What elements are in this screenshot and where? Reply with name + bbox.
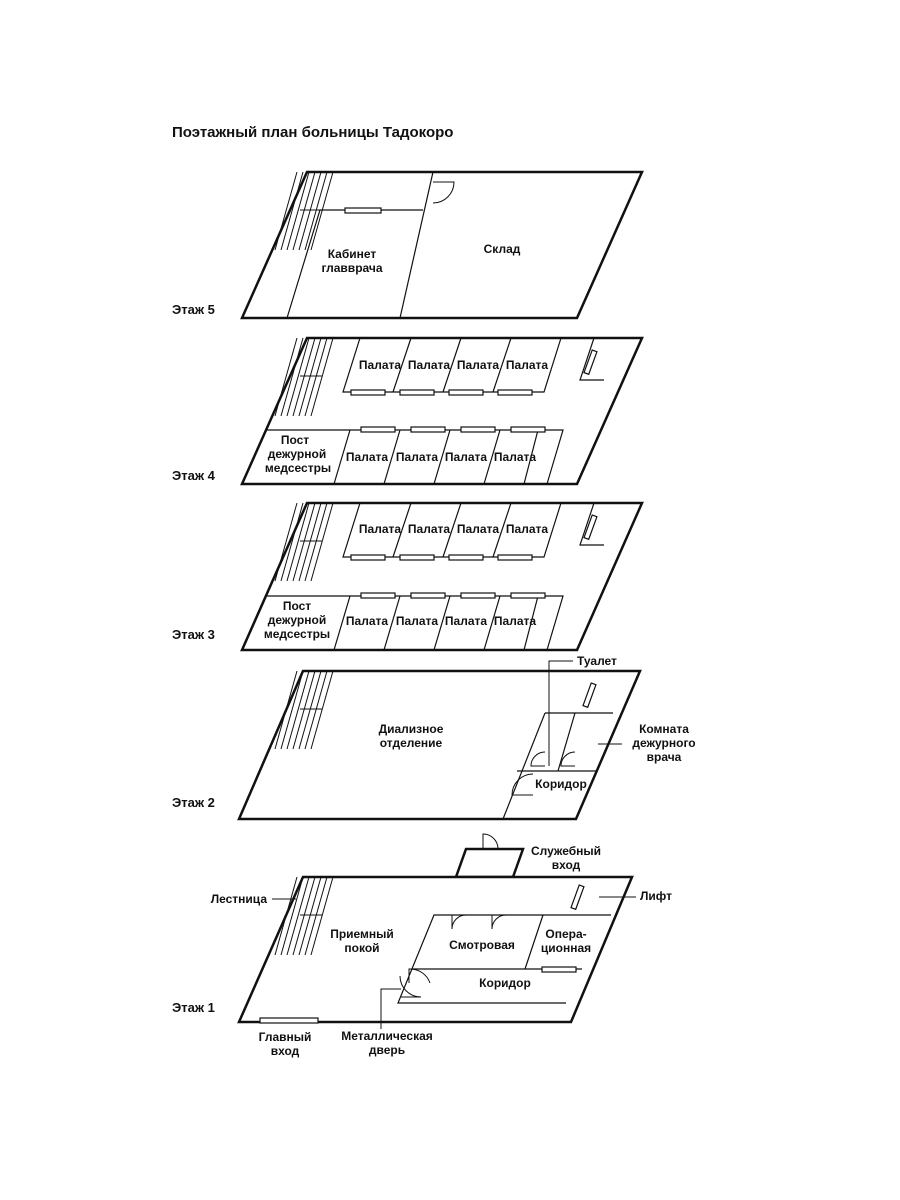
ward-label: Палата [346, 450, 388, 464]
room-head-office-2: главврача [321, 261, 382, 275]
nurse-station-label-3: медсестры [264, 627, 330, 641]
floor-1: Приемный покой Смотровая Опера- ционная … [172, 833, 672, 1058]
ward-label: Палата [359, 522, 401, 536]
callout-stairs: Лестница [211, 892, 268, 906]
callout-service-entrance: Служебный [531, 844, 601, 858]
room-dialysis-2: отделение [380, 736, 443, 750]
door-icon [408, 968, 431, 984]
room-storage: Склад [484, 242, 521, 256]
door-icon [399, 975, 422, 998]
floor-3-label: Этаж 3 [172, 627, 215, 642]
callout-main-entrance: Главный [259, 1030, 312, 1044]
floor-2-label: Этаж 2 [172, 795, 215, 810]
ward-label: Палата [457, 522, 499, 536]
door-icon [530, 751, 546, 767]
floor-3: Палата Палата Палата Палата Пост дежурно… [172, 501, 644, 652]
room-exam: Смотровая [449, 938, 515, 952]
ward-label: Палата [445, 614, 487, 628]
callout-main-entrance-2: вход [271, 1044, 300, 1058]
stairs-icon [274, 670, 334, 750]
door-icon [451, 914, 467, 930]
room-operating-2: ционная [541, 941, 591, 955]
floor-4-label: Этаж 4 [172, 468, 216, 483]
callout-doctor-room: Комната [639, 722, 689, 736]
nurse-station-label-2: дежурной [268, 447, 326, 461]
stairs-icon [274, 171, 334, 251]
floor-1-label: Этаж 1 [172, 1000, 215, 1015]
ward-label: Палата [445, 450, 487, 464]
callout-service-entrance-2: вход [552, 858, 581, 872]
room-head-office: Кабинет [328, 247, 377, 261]
callout-elevator: Лифт [640, 889, 672, 903]
stairs-icon [274, 502, 334, 582]
ward-label: Палата [494, 614, 536, 628]
door-icon [511, 773, 534, 796]
ward-label: Палата [396, 450, 438, 464]
callout-toilet: Туалет [577, 654, 617, 668]
room-operating: Опера- [545, 927, 586, 941]
callout-doctor-room-3: врача [647, 750, 682, 764]
door-icon [491, 914, 507, 930]
room-dialysis: Диализное [379, 722, 444, 736]
nurse-station-label-2: дежурной [268, 613, 326, 627]
floor-4: Палата Палата Палата Палата Пост дежурно… [172, 336, 644, 486]
room-reception-2: покой [344, 941, 379, 955]
ward-label: Палата [408, 522, 450, 536]
nurse-station-label-3: медсестры [265, 461, 331, 475]
callout-metal-door: Металлическая [341, 1029, 433, 1043]
door-icon [432, 181, 455, 204]
ward-label: Палата [494, 450, 536, 464]
floor-5-label: Этаж 5 [172, 302, 215, 317]
ward-label: Палата [346, 614, 388, 628]
ward-label: Палата [506, 358, 548, 372]
door-icon [560, 751, 576, 767]
nurse-station-label: Пост [281, 433, 309, 447]
door-icon [482, 833, 499, 850]
ward-label: Палата [457, 358, 499, 372]
callout-metal-door-2: дверь [369, 1043, 405, 1057]
diagram-title: Поэтажный план больницы Тадокоро [172, 124, 453, 141]
nurse-station-label: Пост [283, 599, 311, 613]
callout-doctor-room-2: дежурного [632, 736, 695, 750]
stairs-icon [274, 337, 334, 417]
stairs-icon [274, 876, 334, 956]
floor-2: Диализное отделение Коридор Туалет Комна… [172, 654, 696, 821]
ward-label: Палата [359, 358, 401, 372]
ward-label: Палата [408, 358, 450, 372]
ward-label: Палата [396, 614, 438, 628]
room-corridor: Коридор [535, 777, 587, 791]
floor-5: Кабинет главврача Склад Этаж 5 [172, 170, 644, 320]
room-corridor: Коридор [479, 976, 531, 990]
room-reception: Приемный [330, 927, 394, 941]
ward-label: Палата [506, 522, 548, 536]
